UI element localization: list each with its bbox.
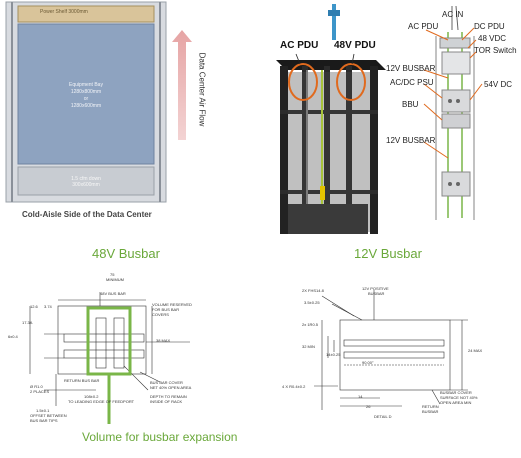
busbar-12v-top-label: 12V BUSBAR [386, 64, 436, 73]
busbar-cover-2: SURFACE NOT 40% [440, 395, 478, 400]
rack-front-drawing [5, 1, 192, 203]
dim-604: 6x0.4 [8, 334, 18, 339]
power-shelf [17, 5, 155, 23]
dc-54v-label: 54V DC [484, 80, 513, 89]
rack-pdu-panel: AC PDU 48V PDU [266, 0, 386, 236]
ac-in-label: AC IN [442, 10, 464, 19]
equipment-bay [17, 23, 155, 165]
volume-reserved-1: VOLUME RESERVED [152, 302, 192, 307]
pdu-48v-label: 48V PDU [334, 40, 376, 51]
bus-48v-note: 48V BUS BAR [100, 291, 126, 296]
rack-schematic-drawing [423, 5, 483, 220]
dim-4x: 4 X R0.4±0.2 [282, 384, 306, 389]
airflow-arrow [172, 30, 192, 140]
ac-pdu-label: AC PDU [280, 40, 319, 51]
volume-reserved-2: FOR BUS BAR [152, 307, 180, 312]
busbar-12v-title: 12V Busbar [354, 246, 422, 261]
rack-front-panel: Power Shelf 3000mm Equipment Bay 1280x80… [0, 0, 240, 232]
offset-1: OFFSET BETWEEN [30, 413, 67, 418]
bottom-bay-label: 1.5 cfm down 300x600mm [71, 176, 101, 188]
depth-2: INSIDE OF RACK [150, 399, 183, 404]
dim-32min: 32 MIN [302, 344, 315, 349]
bbu-label: BBU [402, 100, 419, 109]
tor-switch-label: TOR Switch [474, 46, 517, 55]
dim-2x: 2x 1R0.5 [302, 322, 319, 327]
dim-26: 26 [366, 404, 371, 409]
dim-126: 12.6 [30, 304, 38, 309]
rack-pdu-drawing [276, 4, 386, 234]
dim-24max: 24 MAX [468, 348, 483, 353]
busbar-48v-panel: 48V Busbar 75 MINI [0, 240, 260, 458]
ac-pdu-highlight [288, 63, 318, 101]
busbar-cover-1: BUSBAR COVER [440, 390, 472, 395]
volume-reserved-3: COVERS [152, 312, 169, 317]
dim-top: 2X FHS14.8 [302, 288, 324, 293]
dim-38max: 38 MAX [156, 338, 171, 343]
busbar-48v-title: 48V Busbar [92, 246, 160, 261]
dim-374: 3.74 [44, 304, 52, 309]
dc-pdu-label: DC PDU [474, 22, 505, 31]
positive-bus-1: 12V POSITIVE [362, 286, 389, 291]
return-2: BUSBAR [422, 409, 439, 414]
rack-schematic-panel: AC IN AC PDU DC PDU 48 VDC TOR Switch 12… [386, 0, 521, 236]
depth-1: DEPTH TO REMAIN [150, 394, 187, 399]
bus-cover-2: NET 40% OPEN AREA [150, 385, 192, 390]
busbar-12v-drawing [314, 290, 468, 410]
acdc-psu-label: AC/DC PSU [390, 78, 434, 87]
expansion-callout: Volume for busbar expansion [82, 430, 238, 444]
busbar-48v-drawing [29, 292, 190, 424]
offset-2: BUS BAR TIPS [30, 418, 58, 423]
dim-1465: 14±0.25 [326, 352, 341, 357]
ac-pdu-right-label: AC PDU [408, 22, 439, 31]
dim-minimum: MINIMUM [106, 277, 124, 282]
dim-75: 75 [110, 272, 115, 277]
positive-bus-2: BUSBAR [368, 291, 385, 296]
busbar-12v-panel: 12V Busbar [262, 240, 521, 458]
power-shelf-label: Power Shelf 3000mm [40, 9, 88, 15]
v48-vdc-label: 48 VDC [478, 34, 507, 43]
dim-leading: 108±0.2 [84, 394, 99, 399]
busbar-cover-3: OPEN AREA MIN [440, 400, 472, 405]
leading-edge-note: TO LEADING EDGE OF FEEDPORT [68, 399, 135, 404]
dim-90: 90.00° [362, 360, 374, 365]
return-1: RETURN [422, 404, 439, 409]
dim-173: 17.3A [22, 320, 33, 325]
dim-14: 14 [358, 394, 363, 399]
dim-r10: Ø R1.0 [30, 384, 43, 389]
dim-3541: 3.5±0.25 [304, 300, 320, 305]
pdu-48v-highlight [336, 63, 366, 101]
bottom-bay [17, 166, 155, 196]
return-bus-note: RETURN BUS BAR [64, 378, 100, 383]
offset-val: 1.5±0.1 [36, 408, 50, 413]
dim-places: 2 PLACES [30, 389, 50, 394]
busbar-12v-bottom-label: 12V BUSBAR [386, 136, 436, 145]
detail-label: DETAIL D [374, 414, 392, 419]
bus-cover-1: BUS BAR COVER [150, 380, 183, 385]
cold-aisle-caption: Cold-Aisle Side of the Data Center [22, 210, 152, 219]
equipment-bay-label: Equipment Bay 1280x800mm or 1280x600mm [69, 82, 103, 109]
airflow-label: Data Center Air Flow [197, 52, 207, 127]
